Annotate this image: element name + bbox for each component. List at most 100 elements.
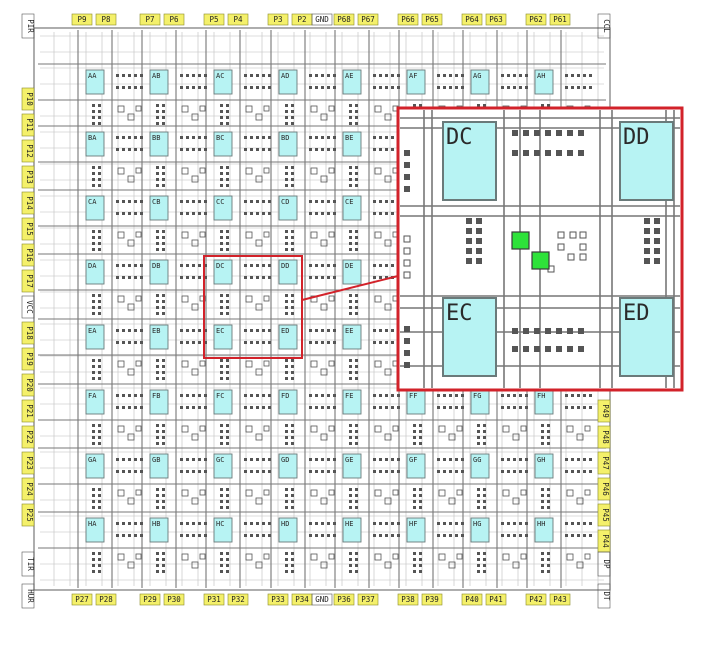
top-pin-label: P8 bbox=[101, 15, 111, 24]
switch-dot bbox=[226, 494, 229, 497]
switch-dot bbox=[198, 264, 201, 267]
logic-block-label: EE bbox=[345, 327, 353, 335]
switch-dot bbox=[220, 506, 223, 509]
switch-dot bbox=[327, 341, 330, 344]
switch-dot bbox=[220, 184, 223, 187]
logic-block bbox=[342, 259, 362, 285]
left-pin bbox=[21, 87, 35, 111]
switch-dot bbox=[134, 394, 137, 397]
switch-dot bbox=[321, 148, 324, 151]
switch-dot bbox=[483, 552, 486, 555]
switch-dot bbox=[547, 506, 550, 509]
logic-block bbox=[534, 69, 554, 95]
logic-block-label: GD bbox=[281, 456, 289, 464]
switch-dot bbox=[226, 184, 229, 187]
switch-dot bbox=[483, 500, 486, 503]
logic-block-label: DB bbox=[152, 262, 160, 270]
switch-dot bbox=[220, 172, 223, 175]
switch-dot bbox=[565, 406, 568, 409]
switch-box bbox=[117, 425, 125, 433]
switch-dot bbox=[192, 136, 195, 139]
switch-dot bbox=[385, 200, 388, 203]
switch-dot bbox=[198, 329, 201, 332]
bottom-pin-label: P36 bbox=[337, 595, 351, 604]
switch-dot bbox=[385, 522, 388, 525]
switch-dot bbox=[419, 570, 422, 573]
switch-dot bbox=[461, 458, 464, 461]
logic-block-label: AE bbox=[345, 72, 353, 80]
switch-dot bbox=[333, 534, 336, 537]
switch-dot bbox=[116, 200, 119, 203]
switch-dot bbox=[461, 406, 464, 409]
switch-dot bbox=[250, 329, 253, 332]
switch-dot bbox=[220, 248, 223, 251]
switch-dot bbox=[413, 104, 416, 107]
switch-dot bbox=[419, 494, 422, 497]
switch-dot bbox=[349, 365, 352, 368]
switch-dot bbox=[355, 564, 358, 567]
switch-dot bbox=[291, 178, 294, 181]
switch-dot bbox=[116, 212, 119, 215]
logic-block-label: AA bbox=[88, 72, 97, 80]
switch-dot bbox=[204, 200, 207, 203]
logic-block bbox=[534, 517, 554, 543]
bottom-pin bbox=[397, 593, 419, 606]
switch-dot bbox=[589, 470, 592, 473]
switch-box bbox=[320, 113, 328, 121]
switch-box bbox=[328, 167, 335, 174]
right-pin-label: P49 bbox=[601, 404, 610, 418]
switch-dot bbox=[244, 74, 247, 77]
switch-dot bbox=[541, 488, 544, 491]
switch-dot bbox=[443, 86, 446, 89]
switch-dot bbox=[162, 178, 165, 181]
switch-dot bbox=[449, 534, 452, 537]
switch-dot bbox=[571, 74, 574, 77]
switch-dot bbox=[98, 506, 101, 509]
switch-dot bbox=[268, 406, 271, 409]
switch-dot bbox=[443, 470, 446, 473]
switch-box bbox=[520, 489, 527, 496]
switch-dot bbox=[220, 570, 223, 573]
left-pin-vcc-label: VCC bbox=[25, 300, 34, 314]
switch-dot bbox=[449, 394, 452, 397]
zoom-switch-dot bbox=[404, 150, 410, 156]
right-pin-label: P47 bbox=[601, 456, 610, 470]
switch-dot bbox=[355, 371, 358, 374]
switch-dot bbox=[250, 276, 253, 279]
switch-dot bbox=[443, 534, 446, 537]
switch-dot bbox=[128, 212, 131, 215]
switch-dot bbox=[285, 500, 288, 503]
switch-dot bbox=[226, 300, 229, 303]
switch-box bbox=[392, 425, 399, 432]
switch-dot bbox=[180, 458, 183, 461]
switch-dot bbox=[262, 86, 265, 89]
switch-box bbox=[374, 295, 382, 303]
switch-dot bbox=[122, 276, 125, 279]
switch-dot bbox=[285, 442, 288, 445]
logic-block-label: AC bbox=[216, 72, 224, 80]
switch-dot bbox=[250, 200, 253, 203]
zoom-logic-block bbox=[619, 121, 674, 201]
switch-dot bbox=[461, 74, 464, 77]
right-pin bbox=[597, 451, 611, 475]
logic-block-label: AB bbox=[152, 72, 160, 80]
switch-box bbox=[374, 167, 382, 175]
switch-dot bbox=[291, 242, 294, 245]
switch-dot bbox=[327, 458, 330, 461]
switch-dot bbox=[220, 230, 223, 233]
switch-dot bbox=[291, 294, 294, 297]
right-pin bbox=[597, 503, 611, 527]
switch-dot bbox=[262, 341, 265, 344]
zoom-switch-dot bbox=[644, 248, 650, 254]
logic-block bbox=[278, 69, 298, 95]
logic-block bbox=[342, 131, 362, 157]
switch-dot bbox=[92, 294, 95, 297]
top-pin-label: P65 bbox=[425, 15, 439, 24]
corner-bottom-left-1-label: TIR bbox=[26, 557, 35, 571]
switch-dot bbox=[413, 430, 416, 433]
switch-dot bbox=[449, 458, 452, 461]
switch-box bbox=[255, 497, 263, 505]
switch-dot bbox=[192, 470, 195, 473]
switch-box bbox=[384, 433, 392, 441]
